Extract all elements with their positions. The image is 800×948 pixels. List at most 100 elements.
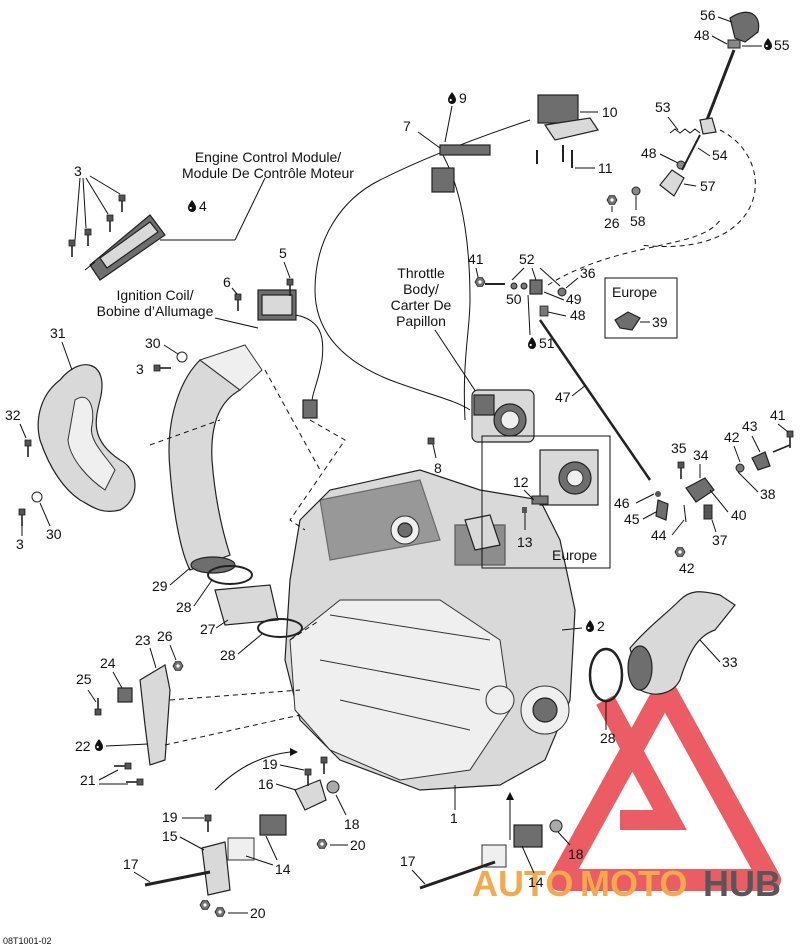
callout-54: 54	[712, 147, 728, 163]
callout-43: 43	[742, 418, 758, 434]
callout-41b: 41	[770, 407, 786, 423]
shift-knob	[727, 11, 760, 49]
callout-39: 39	[652, 314, 668, 330]
callout-49: 49	[566, 291, 582, 307]
callout-14b: 14	[528, 874, 544, 890]
engine-mount-bracket	[139, 664, 171, 766]
callout-38: 38	[760, 486, 776, 502]
callout-14a: 14	[275, 861, 291, 877]
callout-28a: 28	[176, 599, 192, 615]
callout-44: 44	[651, 527, 667, 543]
callout-18b: 18	[568, 846, 584, 862]
callout-48a: 48	[570, 307, 586, 323]
europe-label-1: Europe	[612, 284, 657, 300]
callout-30a: 30	[46, 526, 62, 542]
callout-7: 7	[403, 118, 411, 134]
callout-10: 10	[602, 104, 618, 120]
callout-42b: 42	[679, 560, 695, 576]
watermark-text-hub: HUB	[703, 863, 781, 904]
callout-36: 36	[580, 265, 596, 281]
callout-46: 46	[614, 495, 630, 511]
callout-20b: 20	[250, 905, 266, 921]
watermark-logo: AUTO MOTO HUB	[472, 679, 781, 904]
callout-52: 52	[519, 251, 535, 267]
rubber-mount-right	[419, 824, 543, 890]
watermark-text-moto: MOTO	[580, 863, 687, 904]
callout-53: 53	[655, 99, 671, 115]
callout-47: 47	[555, 389, 571, 405]
callout-37: 37	[712, 532, 728, 548]
callout-48c: 48	[641, 145, 657, 161]
throttle-body	[471, 389, 535, 443]
callout-41: 41	[468, 251, 484, 267]
callout-56: 56	[700, 7, 716, 23]
engine-assembly	[284, 469, 576, 791]
callout-18a: 18	[344, 816, 360, 832]
callout-4: 4	[199, 198, 207, 214]
callout-15: 15	[162, 828, 178, 844]
throttle-caption-line2: Body/	[403, 281, 439, 297]
callout-19a: 19	[262, 756, 278, 772]
callout-28c: 28	[600, 730, 616, 746]
callout-58: 58	[630, 213, 646, 229]
callout-17b: 17	[400, 853, 416, 869]
callout-31: 31	[50, 325, 66, 341]
rubber-mount-left	[144, 779, 327, 896]
callout-24: 24	[100, 655, 116, 671]
callout-57: 57	[700, 178, 716, 194]
watermark-text-auto: AUTO	[472, 863, 573, 904]
callout-26a: 26	[604, 215, 620, 231]
callout-45: 45	[624, 511, 640, 527]
callout-35: 35	[671, 440, 687, 456]
heat-shield	[37, 364, 136, 512]
callout-51: 51	[539, 335, 555, 351]
callout-21: 21	[80, 772, 96, 788]
throttle-caption-line1: Throttle	[397, 265, 445, 281]
callout-1: 1	[450, 810, 458, 826]
callout-8: 8	[434, 460, 442, 476]
europe-box-throttle: 12 13 Europe	[481, 435, 611, 569]
intake-duct	[168, 344, 263, 574]
callout-5: 5	[279, 245, 287, 261]
ecm-caption-line1: Engine Control Module/	[195, 149, 341, 165]
callout-40: 40	[731, 507, 747, 523]
callout-25: 25	[76, 671, 92, 687]
callout-26b: 26	[157, 628, 173, 644]
callout-29: 29	[152, 578, 168, 594]
callout-3b: 3	[16, 536, 24, 552]
callout-6: 6	[223, 274, 231, 290]
throttle-lever	[537, 94, 599, 141]
callout-30b: 30	[145, 335, 161, 351]
callout-50: 50	[506, 291, 522, 307]
diagram-code: 08T1001-02	[3, 936, 52, 946]
callout-34: 34	[693, 447, 709, 463]
callout-17a: 17	[123, 856, 139, 872]
europe-label-2: Europe	[552, 547, 597, 563]
callout-11: 11	[598, 160, 613, 176]
callout-48b: 48	[694, 27, 710, 43]
callout-13: 13	[517, 534, 533, 550]
outlet-duct	[627, 591, 736, 695]
callout-42a: 42	[724, 429, 740, 445]
ecm-caption-line2: Module De Contrôle Moteur	[182, 165, 354, 181]
ignition-caption-line1: Ignition Coil/	[116, 287, 193, 303]
europe-box-bracket: Europe 39	[604, 277, 678, 339]
callout-3c: 3	[136, 361, 144, 377]
callout-28b: 28	[220, 647, 236, 663]
callout-23: 23	[135, 632, 151, 648]
callout-32: 32	[5, 407, 21, 423]
callout-19b: 19	[162, 809, 178, 825]
callout-3: 3	[74, 163, 82, 179]
engine-control-module	[84, 214, 166, 281]
callout-27: 27	[200, 621, 216, 637]
callout-33: 33	[722, 654, 738, 670]
callout-16: 16	[258, 776, 274, 792]
throttle-caption-line4: Papillon	[396, 313, 446, 329]
throttle-caption-line3: Carter De	[391, 297, 452, 313]
callout-20a: 20	[350, 837, 366, 853]
callout-2: 2	[597, 618, 605, 634]
ignition-caption-line2: Bobine d’Allumage	[97, 303, 214, 319]
callout-12: 12	[513, 474, 529, 490]
ignition-coil	[257, 289, 324, 419]
